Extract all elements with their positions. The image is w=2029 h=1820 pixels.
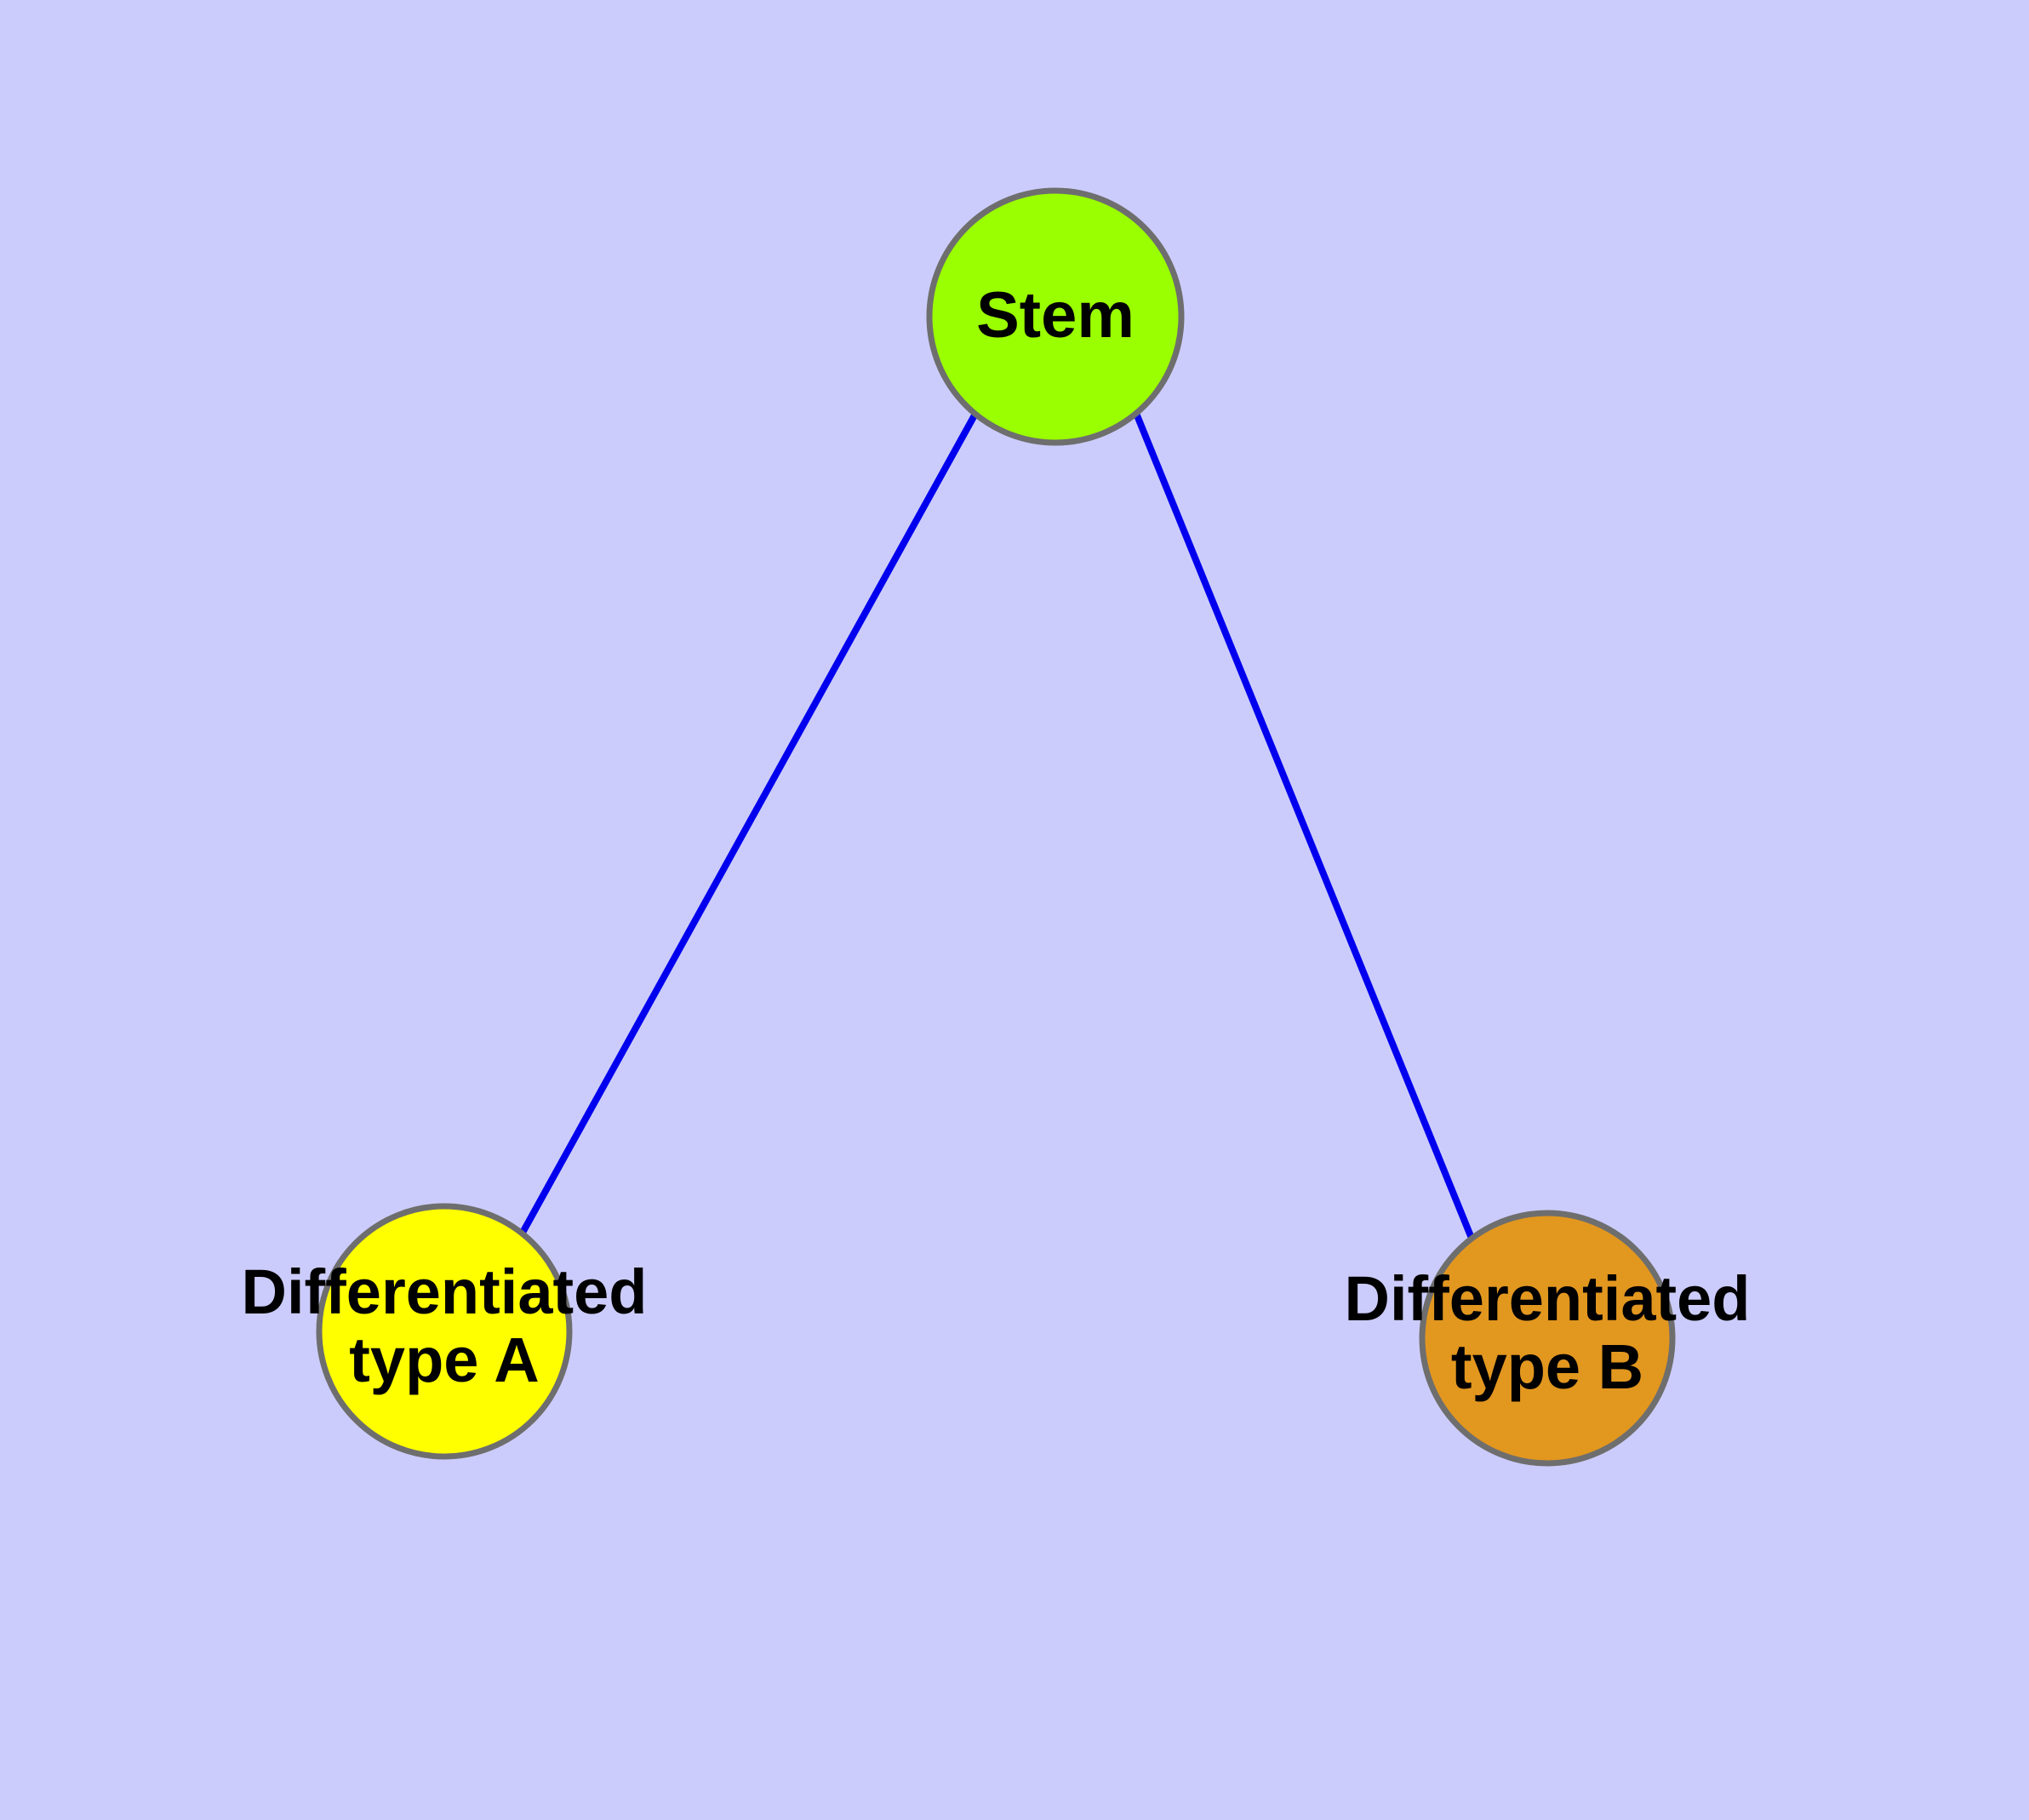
node-differentiated-type-b[interactable] xyxy=(1419,1210,1676,1467)
edge-stem-to-differentiated-type-b[interactable] xyxy=(1134,412,1474,1239)
edge-layer xyxy=(519,410,1474,1239)
node-differentiated-type-a[interactable] xyxy=(316,1203,573,1460)
edge-stem-to-differentiated-type-a[interactable] xyxy=(519,410,979,1236)
node-layer xyxy=(316,187,1676,1467)
node-stem[interactable] xyxy=(926,187,1185,446)
